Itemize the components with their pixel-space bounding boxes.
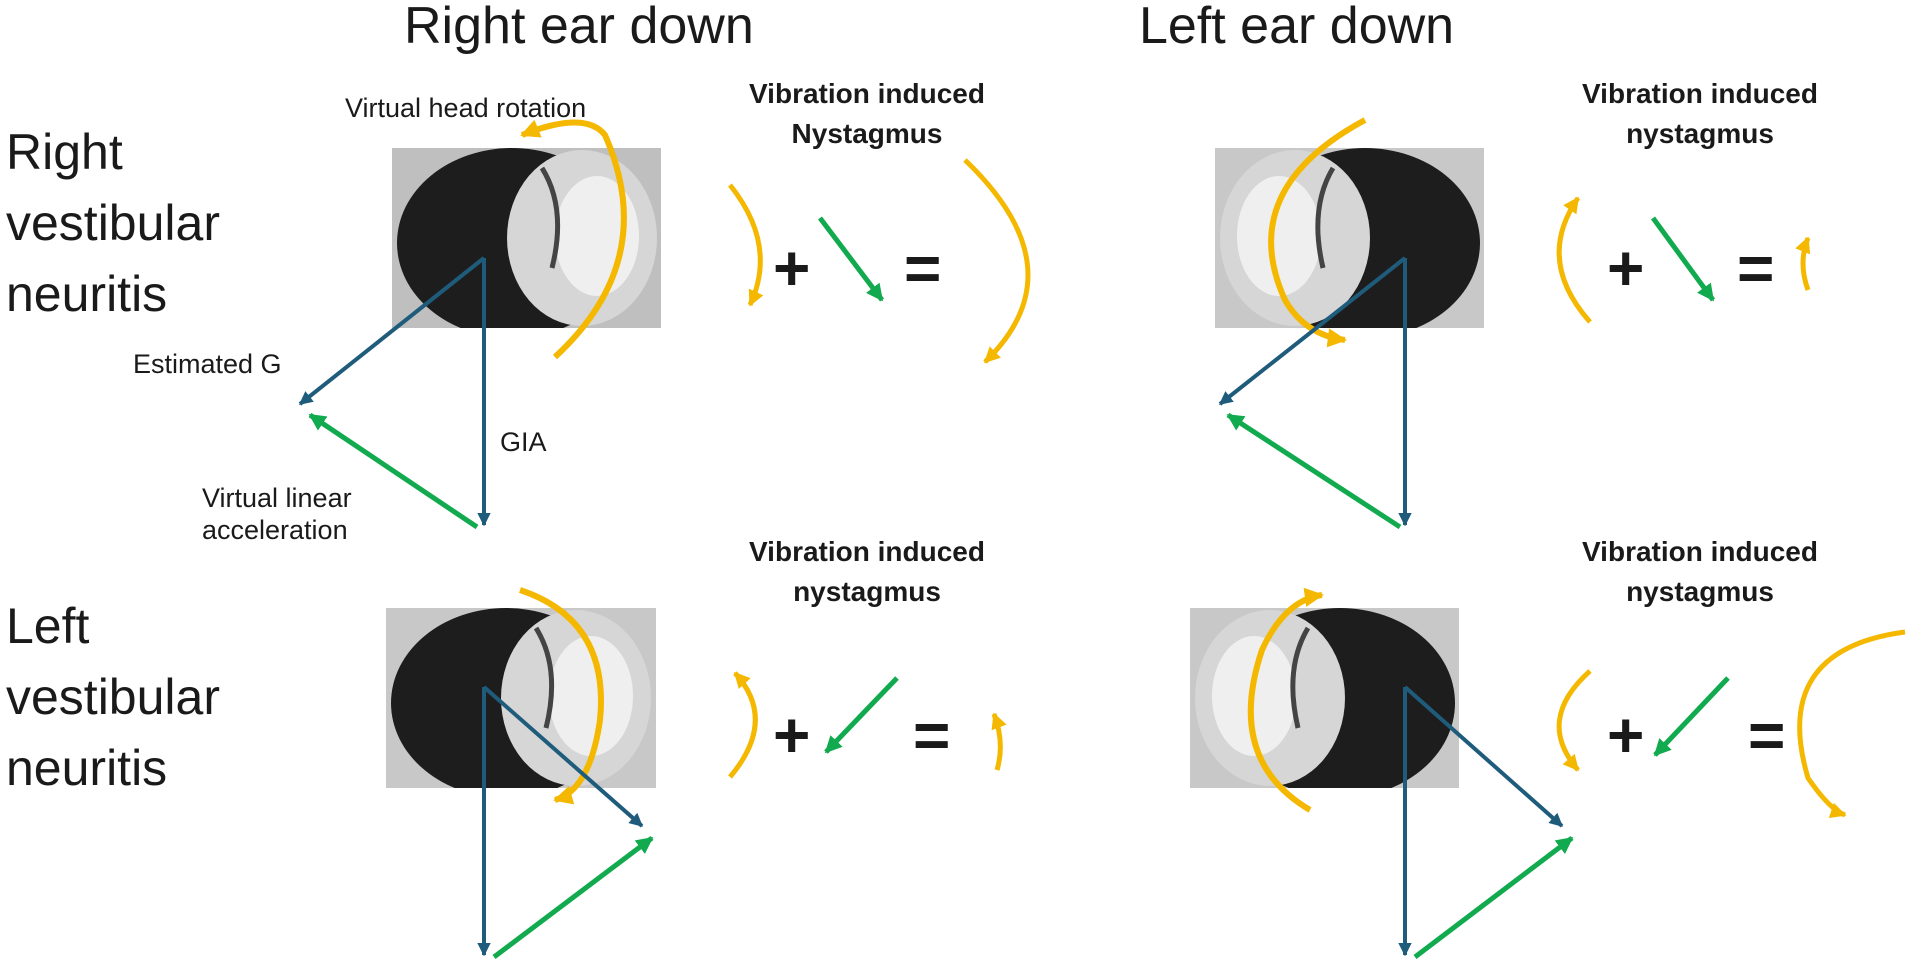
vin-label-line: nystagmus — [1626, 576, 1774, 607]
vin-torsion-arrow — [728, 183, 764, 307]
equals-symbol: = — [913, 699, 951, 771]
vin-label-panel-2: Vibration induced nystagmus — [1540, 74, 1860, 154]
vin-torsion-arrow — [728, 671, 758, 779]
virtual-head-rotation-arrow — [1247, 587, 1324, 813]
vin-label-line: Vibration induced — [749, 536, 985, 567]
vin-torsion-arrow — [1556, 669, 1592, 772]
virtual-head-rotation-arrow — [520, 119, 627, 360]
vin-linear-arrow — [1653, 676, 1730, 757]
row-title-line: vestibular — [6, 195, 220, 251]
vin-label-panel-4: Vibration induced nystagmus — [1540, 532, 1860, 612]
virtual-linear-acceleration-label: Virtual linear acceleration — [202, 482, 352, 547]
vin-result-arrow — [1795, 236, 1811, 291]
virtual-linear-acceleration-line: Virtual linear — [202, 483, 352, 513]
vin-label-line: nystagmus — [793, 576, 941, 607]
virtual-linear-acceleration-arrow — [1413, 836, 1574, 959]
gia-label: GIA — [500, 427, 547, 457]
vin-linear-arrow — [824, 676, 899, 754]
equals-symbol: = — [1737, 232, 1775, 304]
equals-symbol: = — [1748, 699, 1786, 771]
plus-symbol: + — [773, 232, 811, 304]
plus-symbol: + — [773, 699, 811, 771]
row-title-line: Right — [6, 124, 123, 180]
head-photo-left-neuritis-left-ear-down — [1190, 608, 1459, 788]
vin-linear-arrow — [1650, 216, 1716, 302]
virtual-linear-acceleration-arrow — [492, 836, 654, 959]
vin-label-panel-1: Vibration induced Nystagmus — [707, 74, 1027, 154]
virtual-linear-acceleration-line: acceleration — [202, 515, 348, 546]
row-title-left-vestibular-neuritis: Left vestibular neuritis — [6, 591, 220, 804]
vin-label-line: Vibration induced — [1582, 78, 1818, 109]
column-title-left-ear-down: Left ear down — [1139, 0, 1455, 55]
vin-torsion-arrow — [1556, 196, 1592, 324]
vin-result-arrow — [963, 158, 1031, 364]
equals-symbol: = — [904, 232, 942, 304]
virtual-head-rotation-label: Virtual head rotation — [345, 93, 587, 123]
vin-label-line: Vibration induced — [749, 78, 985, 109]
vin-result-arrow — [991, 712, 1007, 771]
vin-linear-arrow — [818, 216, 884, 302]
plus-symbol: + — [1607, 699, 1645, 771]
virtual-linear-acceleration-arrow — [1226, 412, 1402, 530]
estimated-g-arrow — [298, 256, 486, 406]
column-title-right-ear-down: Right ear down — [404, 0, 754, 55]
row-title-line: neuritis — [6, 740, 168, 796]
vin-label-line: Vibration induced — [1582, 536, 1818, 567]
head-photo-left-neuritis-right-ear-down — [386, 608, 656, 788]
plus-symbol: + — [1607, 232, 1645, 304]
vin-label-line: Nystagmus — [791, 118, 943, 149]
row-title-line: neuritis — [6, 266, 168, 322]
virtual-head-rotation-arrow — [1268, 117, 1367, 348]
estimated-g-label: Estimated G — [133, 349, 282, 379]
estimated-g-arrow — [482, 685, 644, 828]
virtual-linear-acceleration-arrow — [308, 412, 479, 530]
head-photo-right-neuritis-left-ear-down — [1215, 148, 1484, 328]
vin-label-line: nystagmus — [1626, 118, 1774, 149]
estimated-g-arrow — [1218, 256, 1407, 406]
vin-label-panel-3: Vibration induced nystagmus — [707, 532, 1027, 612]
row-title-line: vestibular — [6, 669, 220, 725]
estimated-g-arrow — [1403, 685, 1564, 828]
virtual-head-rotation-arrow — [519, 587, 604, 805]
vin-result-arrow — [1797, 629, 1906, 819]
row-title-line: Left — [6, 598, 90, 654]
row-title-right-vestibular-neuritis: Right vestibular neuritis — [6, 117, 220, 330]
